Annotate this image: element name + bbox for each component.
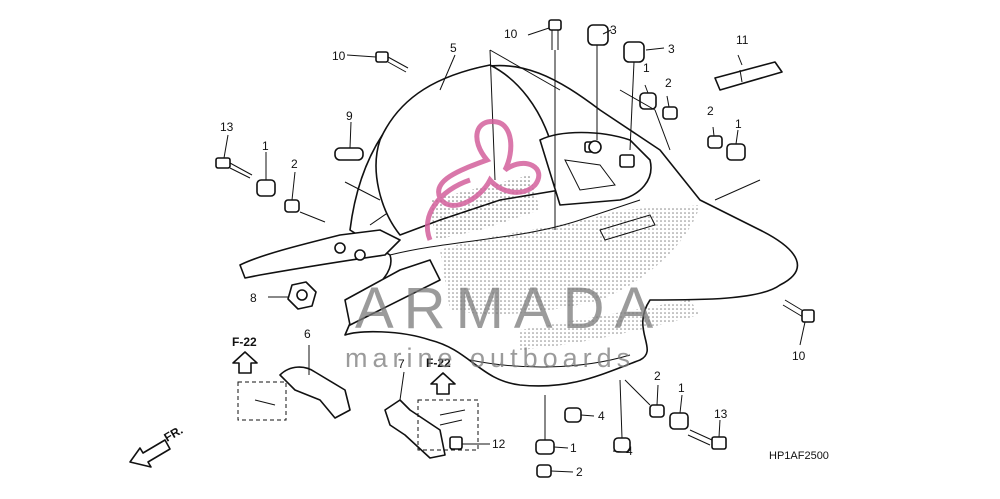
cushion-4-a <box>564 407 582 423</box>
reference-f22-right: F-22 <box>426 356 456 395</box>
callout-labels: 10 5 10 3 3 1 2 11 2 1 13 1 2 9 8 6 7 12… <box>220 23 806 479</box>
bolt-13-left <box>215 157 253 179</box>
strap-11 <box>714 61 783 91</box>
callout-6: 6 <box>304 327 311 341</box>
callout-3-b: 3 <box>668 42 675 56</box>
callout-1-right: 1 <box>735 117 742 131</box>
callout-13-left: 13 <box>220 120 234 134</box>
grommet-9 <box>334 147 364 161</box>
collar-1-top <box>639 92 657 110</box>
callout-1-top: 1 <box>643 61 650 75</box>
bolt-10-top <box>548 19 562 50</box>
callout-12: 12 <box>492 437 506 451</box>
nut-8 <box>287 281 317 310</box>
callout-5: 5 <box>450 41 457 55</box>
callout-2-bottom: 2 <box>576 465 583 479</box>
collar-1-bottom <box>535 439 555 455</box>
cap-3-a <box>587 24 609 46</box>
front-arrow-icon <box>129 439 171 468</box>
bolt-12 <box>449 436 463 450</box>
ref-label-right: F-22 <box>426 356 451 370</box>
callout-1-bottom: 1 <box>570 441 577 455</box>
callout-3-a: 3 <box>610 23 617 37</box>
watermark-title: ARMADA <box>355 276 663 341</box>
collar-1-lower-right <box>669 412 689 430</box>
callout-2-right: 2 <box>707 104 714 118</box>
ref-label-left: F-22 <box>232 335 257 349</box>
callout-2-lower-right: 2 <box>654 369 661 383</box>
collar-1-left <box>256 179 276 197</box>
callout-1-left: 1 <box>262 139 269 153</box>
bolt-13-right <box>687 429 727 450</box>
nut-2-right <box>707 135 723 149</box>
nut-2-top <box>662 106 678 120</box>
collar-1-right <box>726 143 746 161</box>
front-direction-indicator: FR. <box>129 423 185 468</box>
leader-lines <box>223 27 806 473</box>
bolt-10-left <box>375 51 409 73</box>
bolt-10-right <box>782 299 815 323</box>
up-arrow-icon <box>232 351 258 374</box>
callout-10-top: 10 <box>504 27 518 41</box>
nut-2-lower-right <box>649 404 665 418</box>
callout-9: 9 <box>346 109 353 123</box>
nut-2-bottom <box>536 464 552 478</box>
bracket-7 <box>384 399 479 459</box>
nut-2-left <box>284 199 300 213</box>
callout-13-right: 13 <box>714 407 728 421</box>
up-arrow-icon <box>430 372 456 395</box>
callout-7: 7 <box>398 357 405 371</box>
watermark-subtitle: marine outboards <box>345 343 635 373</box>
callout-2-top: 2 <box>665 76 672 90</box>
callout-11: 11 <box>736 33 749 47</box>
callout-2-left: 2 <box>291 157 298 171</box>
callout-8: 8 <box>250 291 257 305</box>
reference-f22-left: F-22 <box>232 335 258 374</box>
diagram-code: HP1AF2500 <box>769 450 829 462</box>
watermark: ARMADA marine outboards <box>345 119 663 373</box>
bracket-6 <box>237 366 351 421</box>
callout-4-a: 4 <box>598 409 605 423</box>
callout-1-lower-right: 1 <box>678 381 685 395</box>
cap-3-b <box>623 41 645 63</box>
watermark-logo-icon <box>424 119 542 241</box>
callout-4-b: 4 <box>626 444 633 458</box>
callout-10-left: 10 <box>332 49 346 63</box>
callout-10-right: 10 <box>792 349 806 363</box>
fender-bracket-left <box>239 229 441 326</box>
